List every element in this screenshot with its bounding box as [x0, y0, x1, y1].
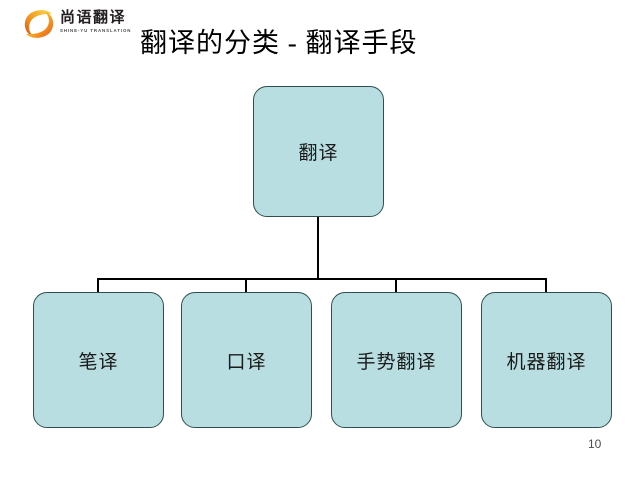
diagram-node-child-2: 手势翻译	[331, 292, 462, 428]
brand-logo: 尚语翻译 SHINE-YU TRANSLATION	[22, 6, 147, 42]
diagram-node-child-2-label: 手势翻译	[356, 351, 437, 373]
connector-drop-0	[97, 278, 100, 294]
diagram-node-child-0-label: 笔译	[78, 351, 119, 373]
slide-page-number: 10	[588, 437, 602, 451]
connector-horizontal-bus	[97, 278, 547, 281]
connector-drop-3	[545, 278, 548, 294]
swirl-spiral-icon	[22, 8, 56, 40]
brand-name-cn: 尚语翻译	[60, 9, 127, 26]
diagram-node-root: 翻译	[253, 86, 384, 217]
diagram-node-child-3: 机器翻译	[481, 292, 612, 428]
connector-trunk-vertical	[317, 217, 320, 280]
diagram-node-root-label: 翻译	[298, 143, 339, 164]
brand-logo-text: 尚语翻译 SHINE-YU TRANSLATION	[60, 10, 150, 40]
diagram-node-child-1-label: 口译	[226, 351, 267, 373]
connector-drop-1	[245, 278, 248, 294]
connector-drop-2	[395, 278, 398, 294]
diagram-node-child-0: 笔译	[33, 292, 164, 428]
page-title: 翻译的分类 - 翻译手段	[140, 28, 418, 58]
diagram-node-child-1: 口译	[181, 292, 312, 428]
brand-name-en: SHINE-YU TRANSLATION	[60, 28, 132, 33]
diagram-node-child-3-label: 机器翻译	[506, 351, 587, 373]
